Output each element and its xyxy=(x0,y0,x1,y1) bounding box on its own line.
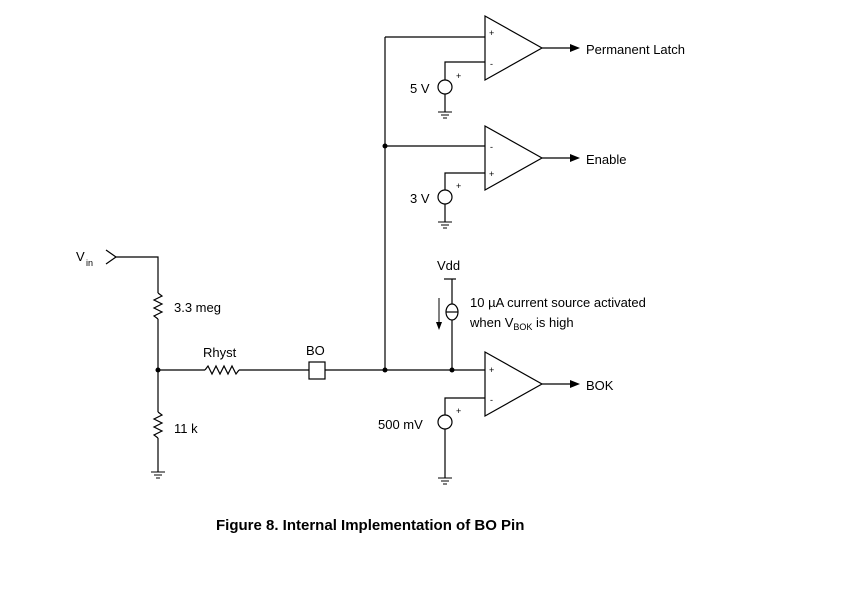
bok-output-arrow-icon xyxy=(570,380,580,388)
resistor-3-3-meg xyxy=(152,292,164,370)
svg-text:-: - xyxy=(490,142,493,152)
svg-text:-: - xyxy=(490,395,493,405)
vdd-label: Vdd xyxy=(437,258,460,273)
r-bottom-label: 11 k xyxy=(174,421,198,436)
svg-text:+: + xyxy=(489,169,494,179)
vref-3v-label: 3 V xyxy=(410,191,430,206)
vin-subscript: in xyxy=(86,258,93,268)
svg-text:+: + xyxy=(456,406,461,416)
current-source-line2: when VBOK is high xyxy=(469,315,574,332)
ground-icon xyxy=(438,111,452,119)
vin-input: V in xyxy=(76,249,159,293)
vin-wire xyxy=(116,256,159,293)
enable-plus-wire xyxy=(444,172,485,190)
out-enable-label: Enable xyxy=(586,152,626,167)
comparator-permanent-latch: + - xyxy=(484,14,544,82)
vref-500mv-source-icon xyxy=(437,414,453,430)
comparator-bok: + - xyxy=(484,350,544,418)
vref-5v-label: 5 V xyxy=(410,81,430,96)
figure-caption: Figure 8. Internal Implementation of BO … xyxy=(216,517,524,534)
out-bok-label: BOK xyxy=(586,378,614,393)
bus-node-bo xyxy=(382,367,388,373)
bus-node-enable xyxy=(382,143,388,149)
svg-text:+: + xyxy=(489,365,494,375)
latch-minus-wire xyxy=(444,61,485,80)
current-source-line1: 10 µA current source activated xyxy=(470,295,646,310)
svg-text:-: - xyxy=(490,59,493,69)
rhyst-label: Rhyst xyxy=(203,345,237,360)
resistor-rhyst xyxy=(204,364,240,376)
ground-icon xyxy=(438,221,452,229)
svg-text:+: + xyxy=(489,28,494,38)
current-direction-arrow-icon xyxy=(436,298,442,330)
current-source-icon xyxy=(445,303,459,321)
svg-text:+: + xyxy=(456,181,461,191)
vref-5v-source-icon xyxy=(437,79,453,95)
resistor-11-k xyxy=(152,370,164,472)
bok-minus-wire xyxy=(444,397,485,415)
ground-icon xyxy=(438,477,452,485)
r-top-label: 3.3 meg xyxy=(174,300,221,315)
bo-pin-box xyxy=(308,361,326,380)
enable-output-arrow-icon xyxy=(570,154,580,162)
vref-3v-source-icon xyxy=(437,189,453,205)
out-latch-label: Permanent Latch xyxy=(586,42,685,57)
vin-arrow-icon xyxy=(105,249,118,265)
vref-500mv-label: 500 mV xyxy=(378,417,423,432)
comparator-enable: - + xyxy=(484,124,544,192)
bo-pin-label: BO xyxy=(306,343,325,358)
svg-text:+: + xyxy=(456,71,461,81)
ground-icon xyxy=(151,471,165,479)
vin-label: V xyxy=(76,249,85,264)
latch-output-arrow-icon xyxy=(570,44,580,52)
